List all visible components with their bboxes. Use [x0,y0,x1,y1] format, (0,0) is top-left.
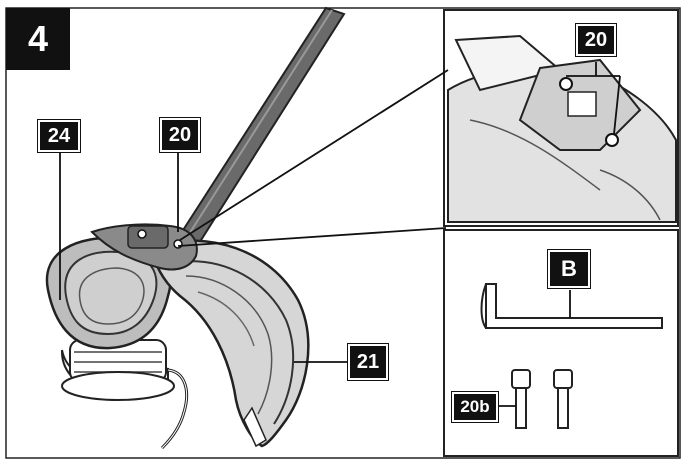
screw-kit [498,369,573,429]
outer-frame [5,7,681,459]
label-guard: 21 [347,343,389,381]
step-number-badge: 4 [6,8,70,70]
label-spool-cover: 24 [37,119,81,153]
detail-inset-drawing [447,34,677,223]
label-screw-kit: 20b [451,391,499,423]
housing-screw-2 [173,239,183,249]
trimmer-shaft [176,6,346,250]
motor-housing [90,223,198,271]
label-detail-screws: 20 [575,23,617,57]
leader-lines [59,69,449,363]
housing-screw-1 [137,229,147,239]
detail-screw-1 [559,77,573,91]
detail-screw-2 [605,133,619,147]
label-housing-screws: 20 [159,117,201,153]
allen-key [480,283,663,329]
label-allen-key: B [547,249,591,289]
spool-cover [45,236,172,350]
guard [148,239,310,448]
spool-assembly [60,339,189,450]
